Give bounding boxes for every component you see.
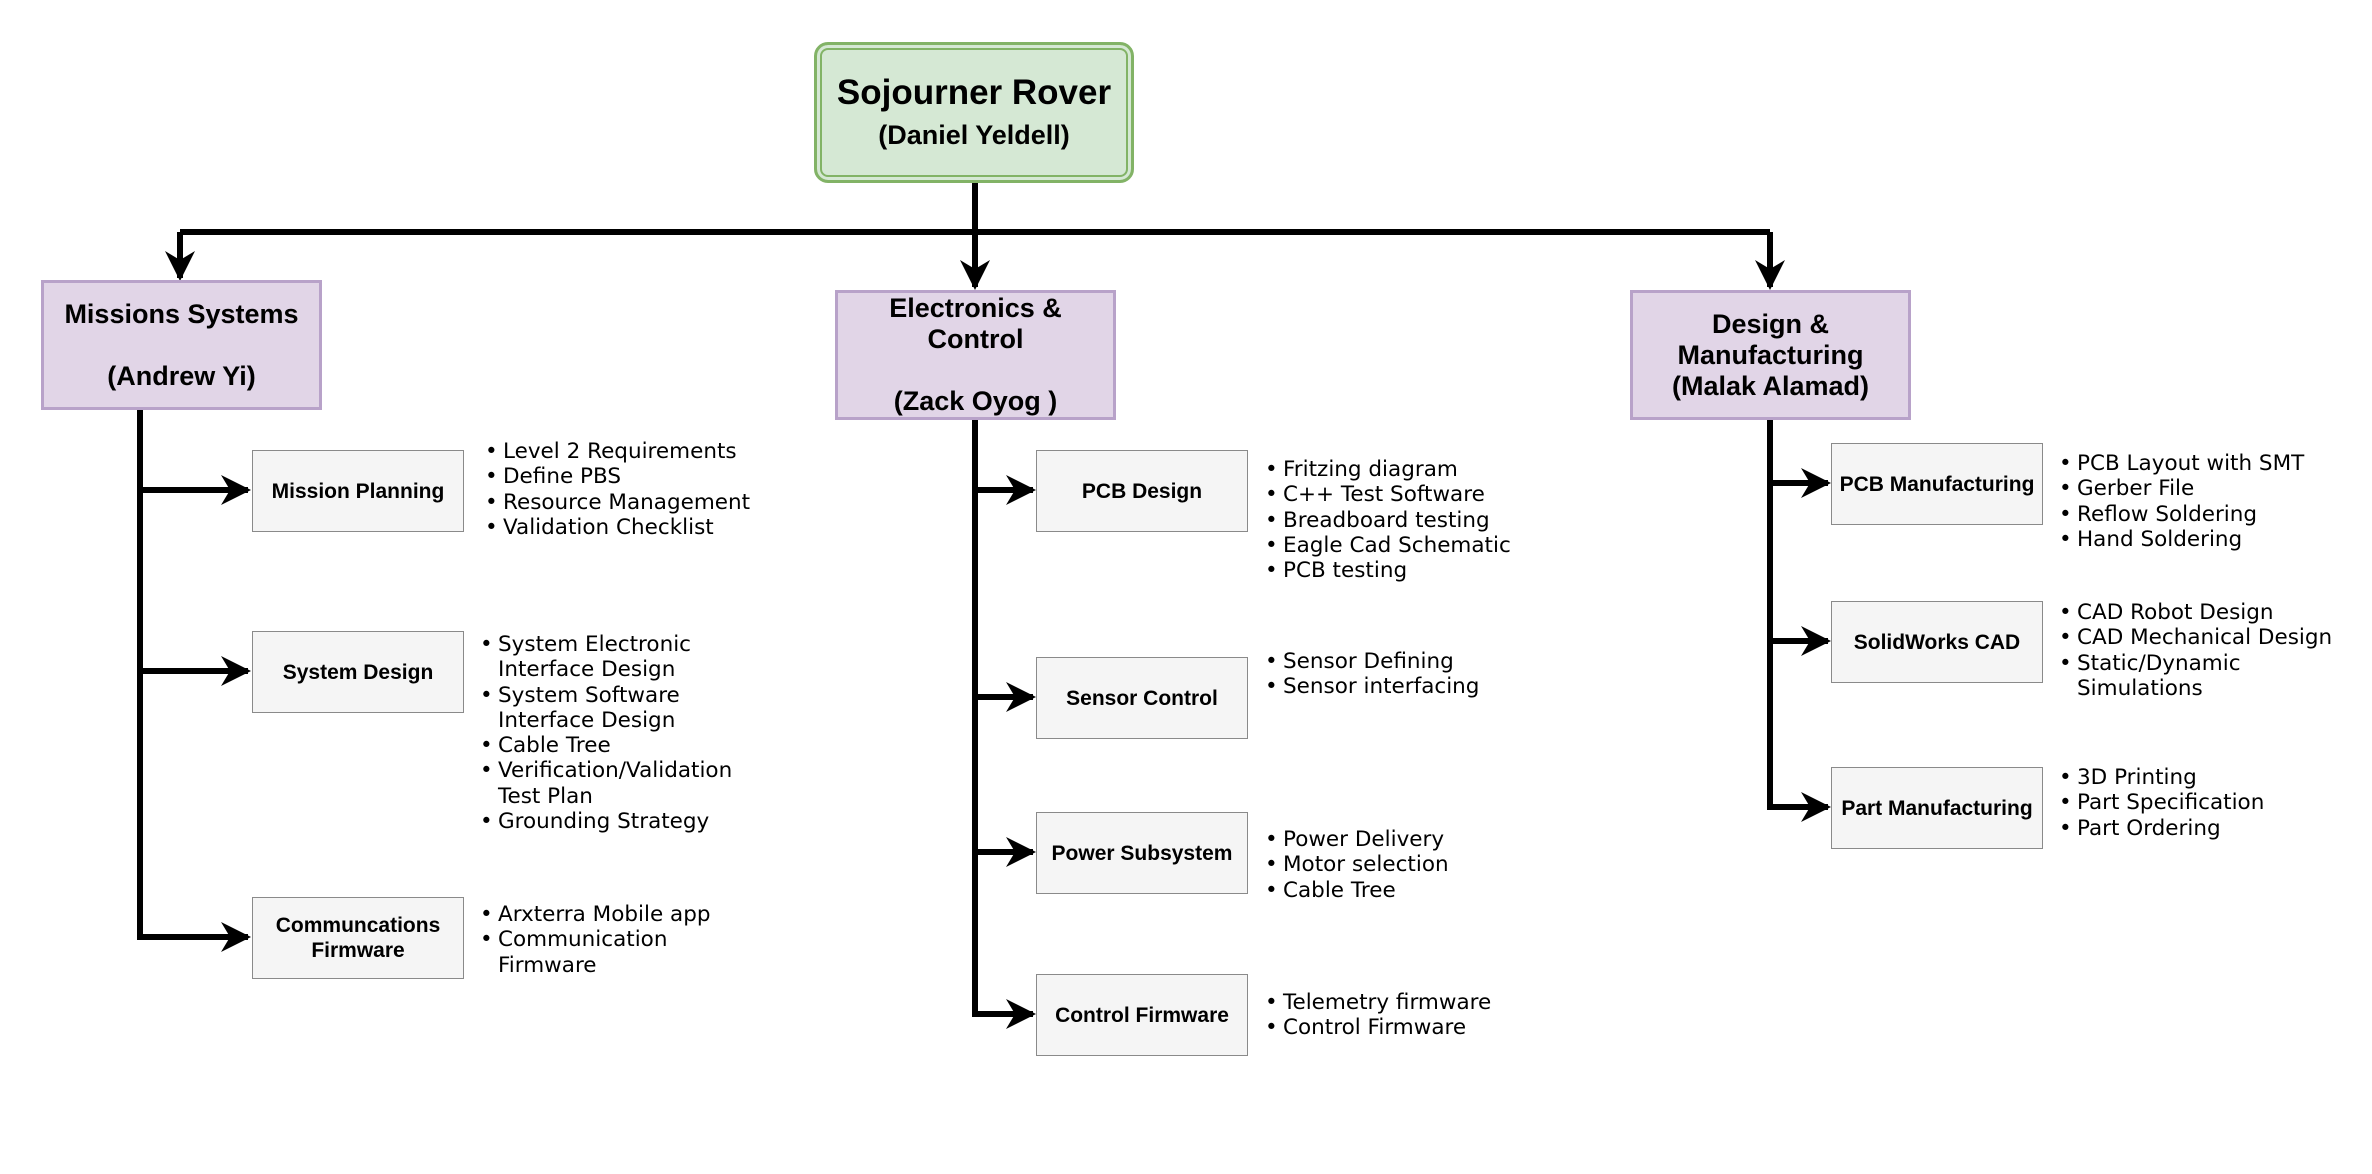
task-label: PCB Manufacturing (1839, 472, 2035, 496)
list-item-continuation: Firmware (498, 952, 597, 978)
list-item: Power Delivery (1265, 827, 1449, 853)
design-manufacturing-title-line-1: Design & (1711, 308, 1830, 339)
mission-planning-deliverables: Level 2 Requirements Define PBS Resource… (485, 439, 750, 540)
node-design-manufacturing: Design & Manufacturing (Malak Alamad) (1630, 290, 1911, 420)
list-item: Cable Tree (480, 733, 732, 759)
task-label: Control Firmware (1055, 1003, 1229, 1027)
list-item: Communication (480, 927, 711, 953)
task-power-subsystem: Power Subsystem (1036, 812, 1248, 894)
task-mission-planning: Mission Planning (252, 450, 464, 532)
list-item: PCB testing (1265, 558, 1511, 584)
list-item: Motor selection (1265, 852, 1449, 878)
list-item: Validation Checklist (485, 515, 750, 541)
list-item: CAD Mechanical Design (2059, 625, 2332, 651)
list-item: Reflow Soldering (2059, 502, 2304, 528)
electronics-control-lead: (Zack Oyog ) (893, 386, 1058, 416)
list-item: Level 2 Requirements (485, 439, 750, 465)
task-pcb-design: PCB Design (1036, 450, 1248, 532)
communcations-firmware-deliverables: Arxterra Mobile app Communication Firmwa… (480, 902, 711, 978)
list-item: System Electronic (480, 632, 732, 658)
list-item: Static/Dynamic (2059, 651, 2332, 677)
task-label: Part Manufacturing (1841, 796, 2033, 820)
design-manufacturing-lead: (Malak Alamad) (1671, 370, 1870, 401)
list-item: Sensor interfacing (1265, 674, 1479, 700)
task-solidworks-cad: SolidWorks CAD (1831, 601, 2043, 683)
sensor-control-deliverables: Sensor Defining Sensor interfacing (1265, 649, 1479, 700)
pcb-design-deliverables: Fritzing diagram C++ Test Software Bread… (1265, 457, 1511, 584)
missions-systems-title: Missions Systems (64, 298, 299, 329)
list-item-continuation: Simulations (2077, 675, 2203, 701)
root-title: Sojourner Rover (836, 72, 1112, 112)
missions-systems-spine (137, 410, 251, 952)
list-item: Cable Tree (1265, 878, 1449, 904)
electronics-control-spine (972, 420, 1036, 1029)
root-lead: (Daniel Yeldell) (878, 119, 1070, 150)
system-design-deliverables: System Electronic Interface Design Syste… (480, 632, 732, 835)
task-sensor-control: Sensor Control (1036, 657, 1248, 739)
pcb-manufacturing-deliverables: PCB Layout with SMT Gerber File Reflow S… (2059, 451, 2304, 552)
design-manufacturing-spine (1767, 420, 1831, 822)
task-label: Mission Planning (271, 479, 445, 503)
root-node-sojourner-rover: Sojourner Rover (Daniel Yeldell) (814, 42, 1134, 183)
task-label-line-1: Communcations (275, 914, 441, 937)
missions-systems-lead: (Andrew Yi) (107, 360, 256, 391)
list-item: Fritzing diagram (1265, 457, 1511, 483)
list-item: Telemetry firmware (1265, 990, 1491, 1016)
list-item: CAD Robot Design (2059, 600, 2332, 626)
task-communcations-firmware: Communcations Firmware (252, 897, 464, 979)
list-item: Eagle Cad Schematic (1265, 533, 1511, 559)
list-item: 3D Printing (2059, 765, 2264, 791)
list-item: Grounding Strategy (480, 809, 732, 835)
list-item: PCB Layout with SMT (2059, 451, 2304, 477)
electronics-control-title: Electronics & Control (889, 293, 1062, 354)
task-label: Sensor Control (1066, 686, 1218, 710)
list-item-continuation: Interface Design (498, 707, 676, 733)
list-item: Control Firmware (1265, 1015, 1491, 1041)
list-item: Hand Soldering (2059, 527, 2304, 553)
list-item: Verification/Validation (480, 758, 732, 784)
list-item: C++ Test Software (1265, 482, 1511, 508)
task-pcb-manufacturing: PCB Manufacturing (1831, 443, 2043, 525)
list-item: Define PBS (485, 464, 750, 490)
task-label-line-2: Firmware (311, 939, 405, 962)
task-system-design: System Design (252, 631, 464, 713)
task-label: PCB Design (1081, 479, 1203, 503)
solidworks-cad-deliverables: CAD Robot Design CAD Mechanical Design S… (2059, 600, 2332, 701)
list-item: Arxterra Mobile app (480, 902, 711, 928)
task-label: SolidWorks CAD (1853, 630, 2021, 654)
list-item-continuation: Test Plan (498, 783, 593, 809)
list-item: Part Specification (2059, 790, 2264, 816)
task-label: System Design (282, 660, 434, 684)
list-item: System Software (480, 683, 732, 709)
task-control-firmware: Control Firmware (1036, 974, 1248, 1056)
list-item: Resource Management (485, 490, 750, 516)
control-firmware-deliverables: Telemetry firmware Control Firmware (1265, 990, 1491, 1041)
node-electronics-control: Electronics & Control (Zack Oyog ) (835, 290, 1116, 420)
task-label: Power Subsystem (1051, 841, 1233, 865)
node-missions-systems: Missions Systems (Andrew Yi) (41, 280, 322, 410)
list-item: Gerber File (2059, 476, 2304, 502)
task-part-manufacturing: Part Manufacturing (1831, 767, 2043, 849)
list-item: Part Ordering (2059, 816, 2264, 842)
list-item: Sensor Defining (1265, 649, 1479, 675)
design-manufacturing-title-line-2: Manufacturing (1677, 339, 1864, 370)
list-item: Breadboard testing (1265, 508, 1511, 534)
power-subsystem-deliverables: Power Delivery Motor selection Cable Tre… (1265, 827, 1449, 903)
list-item-continuation: Interface Design (498, 657, 676, 683)
part-manufacturing-deliverables: 3D Printing Part Specification Part Orde… (2059, 765, 2264, 841)
